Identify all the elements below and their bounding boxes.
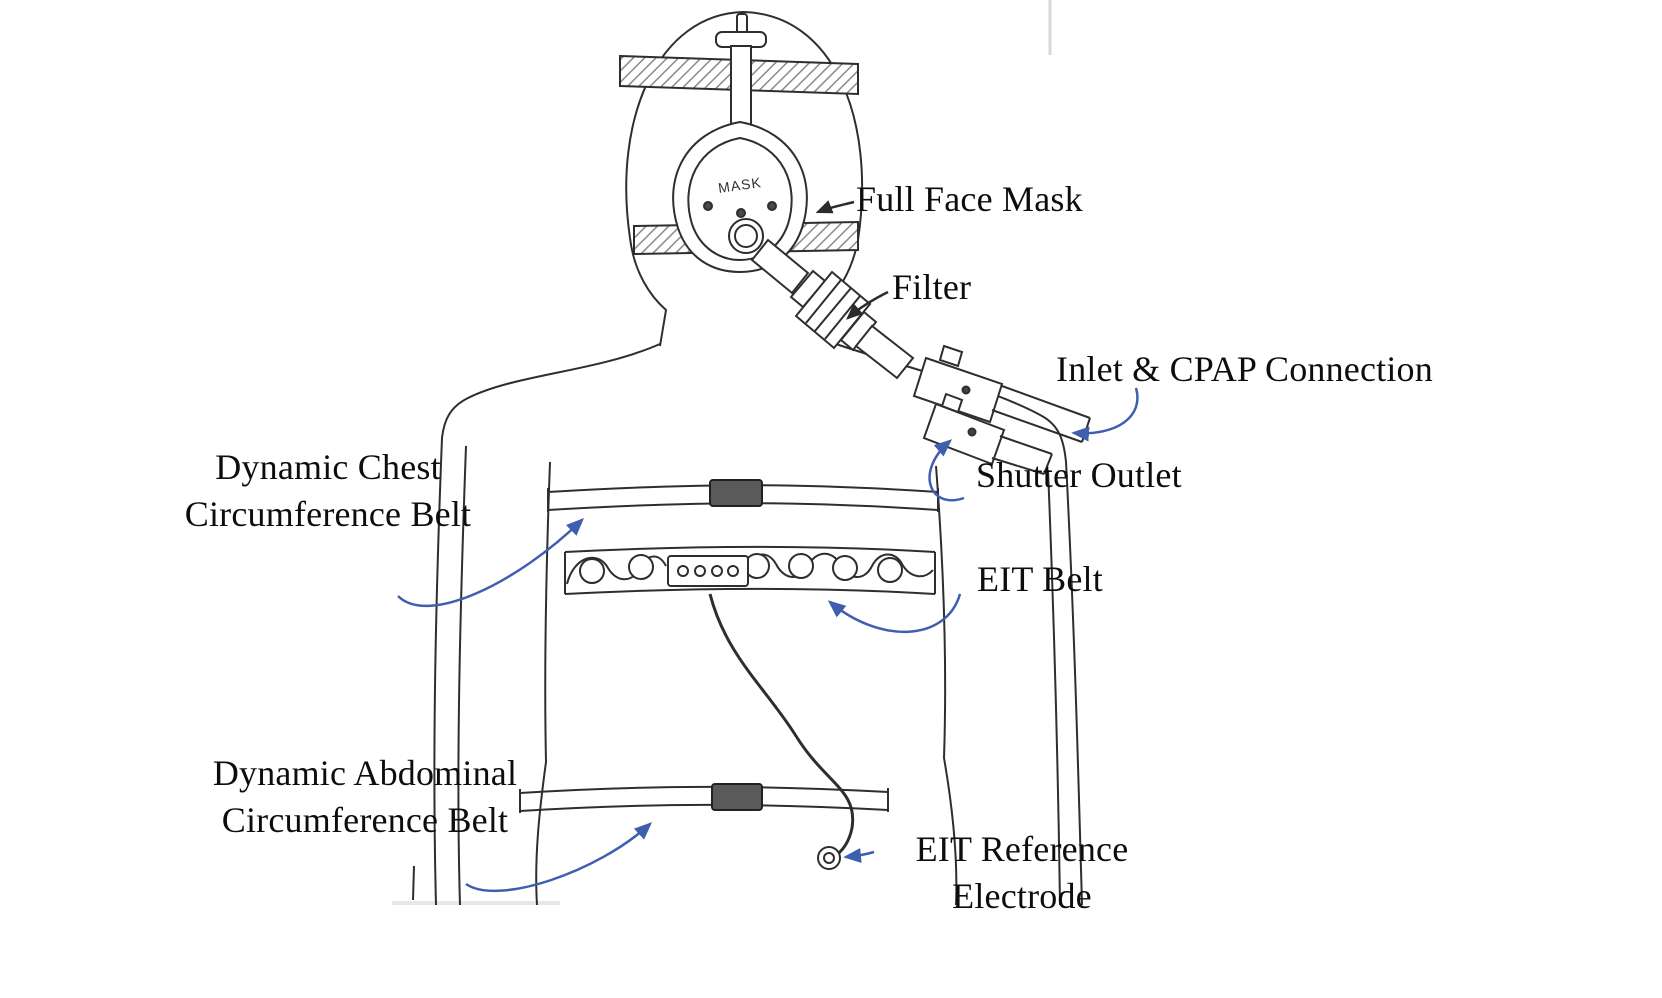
torso: [412, 343, 1083, 906]
arrow-to-abdominal-belt: [465, 822, 653, 893]
mask-inscription: MASK: [717, 174, 762, 196]
annotation-arrows: [397, 200, 1139, 893]
full-face-mask-drawing: MASK: [672, 120, 808, 274]
abdominal-circumference-belt: [519, 783, 889, 813]
arrow-to-eit-reference-electrode: [843, 848, 875, 863]
arrow-to-shutter-outlet: [928, 439, 965, 502]
label-full-face-mask: Full Face Mask: [856, 179, 1083, 219]
shutter-outlet-drawing: [922, 392, 1053, 475]
chest-circumference-belt: [547, 479, 939, 512]
breathing-tube-lower: [839, 310, 915, 380]
eit-reference-electrode-drawing: [817, 846, 841, 870]
paper-texture: [392, 0, 1052, 905]
arrow-to-filter: [846, 290, 889, 320]
label-inlet-cpap-connection: Inlet & CPAP Connection: [1056, 349, 1433, 389]
label-eit-reference-electrode: EIT Reference Electrode: [915, 829, 1129, 916]
eit-belt-connector-box: [667, 555, 749, 587]
arrow-to-full-face-mask: [815, 200, 855, 214]
arrow-to-eit-belt: [827, 593, 962, 633]
mask-port: [728, 218, 764, 254]
eit-cable: [708, 593, 855, 855]
label-shutter-outlet: Shutter Outlet: [976, 455, 1182, 495]
eit-belt-drawing: [564, 545, 936, 595]
filter-drawing: [794, 270, 872, 350]
label-filter: Filter: [892, 267, 972, 307]
arrow-to-inlet-cpap: [1071, 387, 1139, 442]
label-dynamic-abdominal-circumference-belt: Dynamic Abdominal Circumference Belt: [212, 753, 518, 840]
label-eit-belt: EIT Belt: [977, 559, 1103, 599]
eit-belt-electrodes: [579, 553, 903, 584]
headgear-strap-front: [715, 13, 767, 129]
label-dynamic-chest-circumference-belt: Dynamic Chest Circumference Belt: [184, 447, 472, 534]
arrow-to-chest-belt: [397, 518, 585, 608]
inlet-cpap-connector: [912, 344, 1091, 443]
